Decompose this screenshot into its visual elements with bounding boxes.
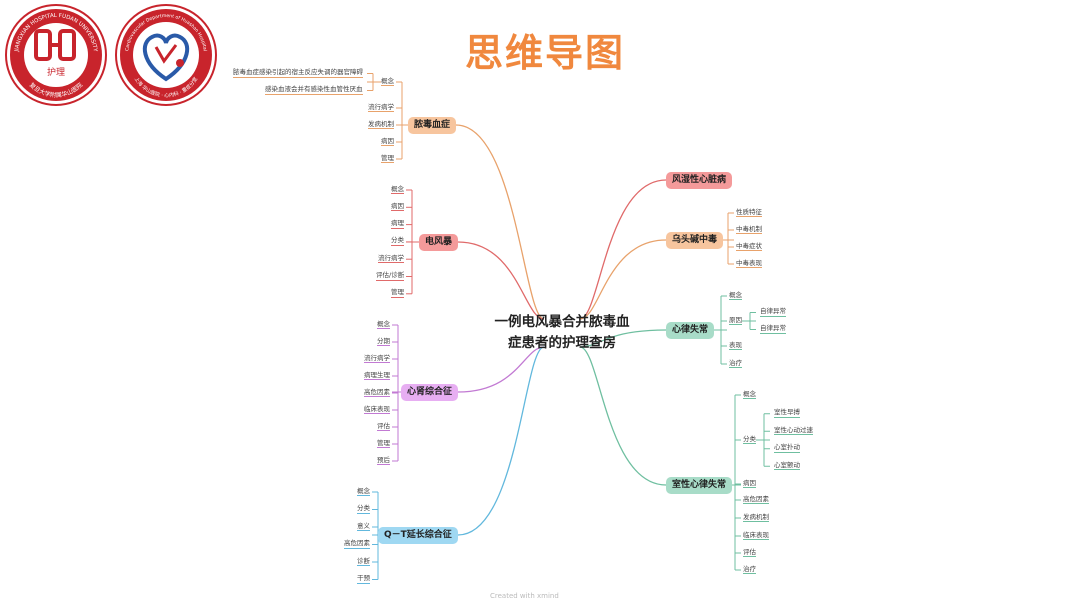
sub-leaf-node[interactable]: 自律异常 (760, 324, 786, 334)
sub-leaf-node[interactable]: 室性心动过速 (774, 425, 813, 436)
stethoscope-icon (154, 44, 178, 64)
logo-center-text: 护理 (47, 66, 65, 78)
leaf-node[interactable]: 流行病学 (378, 253, 404, 264)
leaf-node[interactable]: 概念 (729, 290, 742, 300)
branch-node[interactable]: 乌头碱中毒 (666, 231, 724, 249)
sub-leaf-node[interactable]: 脓毒血症感染引起的宿主反应失调的器官障碍 (233, 68, 363, 78)
leaf-node[interactable]: 分期 (377, 336, 390, 346)
leaf-node[interactable]: 中毒症状 (736, 241, 762, 251)
heart-icon (142, 33, 190, 82)
leaf-node[interactable]: 诊断 (357, 556, 370, 566)
leaf-node[interactable]: 意义 (357, 521, 370, 531)
leaf-node[interactable]: 病理 (391, 219, 404, 229)
leaf-node[interactable]: 发病机制 (368, 119, 394, 129)
central-topic[interactable]: 一例电风暴合并脓毒血 症患者的护理查房 (487, 312, 637, 354)
leaf-node[interactable]: 高危因素 (364, 387, 390, 397)
leaf-node[interactable]: 原因 (729, 315, 742, 325)
leaf-node[interactable]: 分类 (743, 434, 756, 444)
page-title: 思维导图 (464, 31, 625, 75)
branch-node[interactable]: 风湿性心脏病 (666, 171, 733, 189)
central-topic-line-2: 症患者的护理查房 (508, 335, 616, 351)
leaf-node[interactable]: 评估 (743, 547, 756, 557)
sub-leaf-node[interactable]: 自律异常 (760, 307, 786, 317)
leaf-node[interactable]: 流行病学 (368, 102, 394, 112)
leaf-node[interactable]: 评估 (377, 421, 390, 431)
branch-node[interactable]: 心律失常 (666, 321, 715, 339)
branch-node[interactable]: 电风暴 (419, 233, 459, 251)
leaf-node[interactable]: 病因 (381, 136, 394, 146)
leaf-node[interactable]: 预后 (377, 455, 390, 465)
department-logo: Cardiovascular Department of Huashan Hos… (115, 4, 217, 106)
leaf-node[interactable]: 发病机制 (743, 512, 769, 522)
leaf-node[interactable]: 分类 (391, 236, 404, 246)
leaf-node[interactable]: 治疗 (729, 358, 742, 368)
hospital-logo: JIANGXIAN HOSPITAL FUDAN UNIVERSITY 复旦大学… (5, 4, 107, 106)
leaf-node[interactable]: 临床表现 (743, 530, 769, 540)
leaf-node[interactable]: 病理生理 (364, 370, 390, 380)
branch-node[interactable]: 室性心律失常 (666, 476, 733, 494)
leaf-node[interactable]: 高危因素 (743, 494, 769, 504)
leaf-node[interactable]: 概念 (391, 184, 404, 194)
sub-leaf-node[interactable]: 感染血液会并有感染性血管性厌血 (265, 85, 363, 95)
leaf-node[interactable]: 管理 (391, 288, 404, 298)
sub-leaf-node[interactable]: 心室扑动 (774, 443, 800, 453)
leaf-node[interactable]: 分类 (357, 504, 370, 514)
leaf-node[interactable]: 概念 (357, 486, 370, 496)
sub-leaf-node[interactable]: 心室颤动 (774, 460, 800, 471)
leaf-node[interactable]: 概念 (377, 319, 390, 329)
leaf-node[interactable]: 概念 (381, 76, 394, 86)
leaf-node[interactable]: 表现 (729, 340, 742, 350)
sub-leaf-node[interactable]: 室性早搏 (774, 408, 800, 418)
leaf-node[interactable]: 病因 (391, 201, 404, 212)
leaf-node[interactable]: 临床表现 (364, 404, 390, 414)
leaf-node[interactable]: 中毒机制 (736, 224, 762, 234)
branch-node[interactable]: 心肾综合征 (401, 383, 459, 401)
leaf-node[interactable]: 病因 (743, 478, 756, 488)
leaf-node[interactable]: 流行病学 (364, 353, 390, 363)
central-topic-line-1: 一例电风暴合并脓毒血 (494, 314, 630, 330)
leaf-node[interactable]: 管理 (381, 153, 394, 163)
leaf-node[interactable]: 评估/诊断 (376, 271, 405, 281)
leaf-node[interactable]: 干预 (357, 574, 370, 584)
watermark-text: Created with xmind (490, 592, 559, 600)
leaf-node[interactable]: 高危因素 (344, 539, 370, 549)
leaf-node[interactable]: 治疗 (743, 564, 756, 574)
leaf-node[interactable]: 中毒表现 (736, 258, 762, 268)
branch-node[interactable]: 脓毒血症 (408, 116, 457, 134)
leaf-node[interactable]: 性质特征 (736, 207, 762, 217)
leaf-node[interactable]: 概念 (743, 389, 756, 399)
branch-node[interactable]: Q－T延长综合征 (378, 526, 458, 544)
leaf-node[interactable]: 管理 (377, 438, 390, 448)
